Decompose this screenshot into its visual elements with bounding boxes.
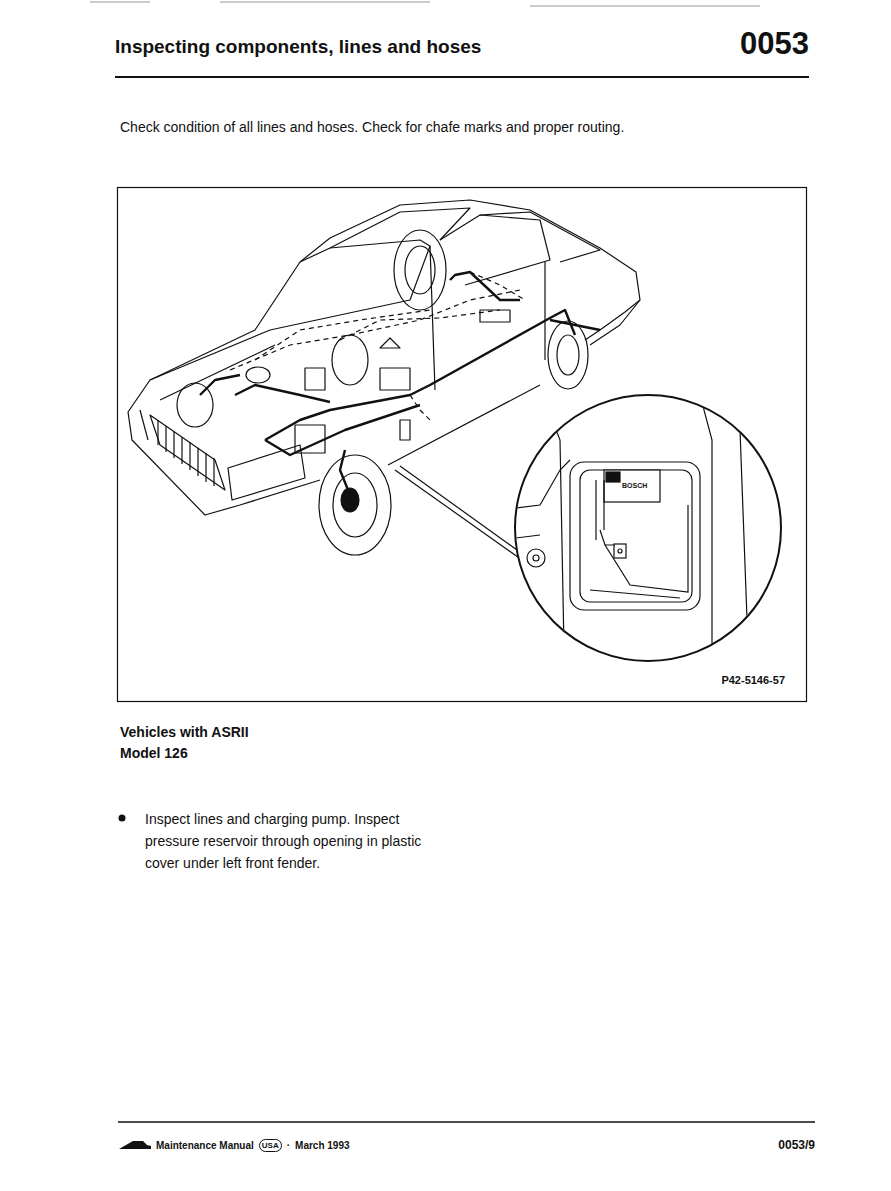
bullet-dot xyxy=(119,815,126,822)
footer-text: Maintenance Manual xyxy=(156,1140,254,1151)
page-title: Inspecting components, lines and hoses xyxy=(115,36,481,58)
section-number: 0053 xyxy=(740,26,809,62)
page-number: 0053/9 xyxy=(778,1138,815,1152)
hidden-lines xyxy=(230,272,525,420)
instruction-text: Inspect lines and charging pump. Inspect… xyxy=(145,808,450,874)
figure-frame xyxy=(118,188,807,702)
detail-leader xyxy=(395,466,524,560)
vehicle-heading: Vehicles with ASRII xyxy=(120,724,249,740)
car-icon xyxy=(119,1141,151,1149)
scan-lines xyxy=(90,2,760,6)
footer-rule xyxy=(118,1121,815,1123)
footer-text: · xyxy=(287,1140,290,1151)
reservoir-detail xyxy=(500,395,750,700)
footer-text: USA xyxy=(259,1139,282,1152)
part-label: BOSCH xyxy=(622,482,647,489)
model-heading: Model 126 xyxy=(120,745,188,761)
figure-number: P42-5146-57 xyxy=(721,674,785,686)
detail-circle xyxy=(515,395,781,661)
footer-line: Maintenance Manual USA · March 1993 xyxy=(156,1139,350,1152)
footer-text: March 1993 xyxy=(295,1140,349,1151)
header-rule xyxy=(115,76,809,78)
instruction-text: Check condition of all lines and hoses. … xyxy=(120,119,800,135)
